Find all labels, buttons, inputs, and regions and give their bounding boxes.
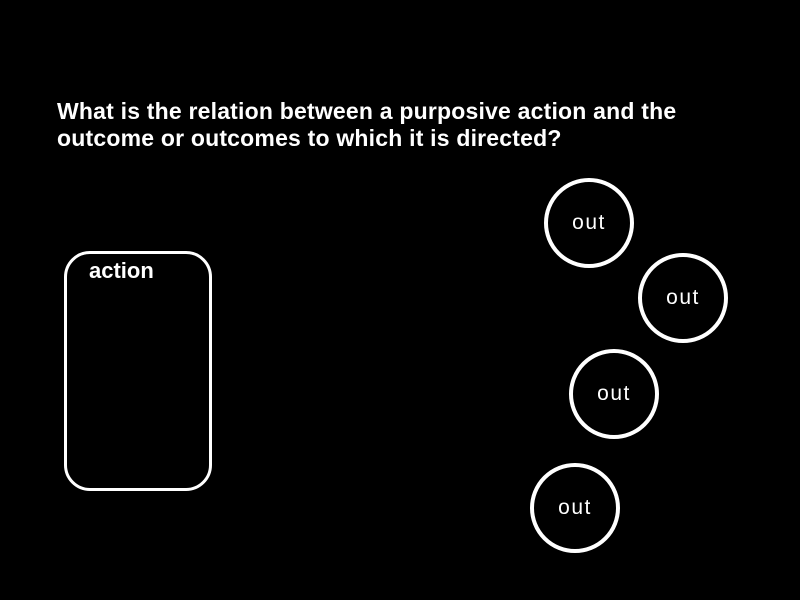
title-line-1: What is the relation between a purposive… [57, 98, 677, 124]
outcome-circle-label: out [597, 382, 631, 405]
outcome-circle: out [569, 349, 659, 439]
title-line-2: outcome or outcomes to which it is direc… [57, 125, 562, 151]
action-box-label: action [89, 258, 154, 283]
action-box: action [64, 251, 212, 491]
slide-title: What is the relation between a purposive… [57, 98, 717, 152]
outcome-circle: out [530, 463, 620, 553]
outcome-circle: out [638, 253, 728, 343]
outcome-circle-label: out [558, 496, 592, 519]
outcome-circle: out [544, 178, 634, 268]
outcome-circle-label: out [666, 286, 700, 309]
outcome-circle-label: out [572, 211, 606, 234]
